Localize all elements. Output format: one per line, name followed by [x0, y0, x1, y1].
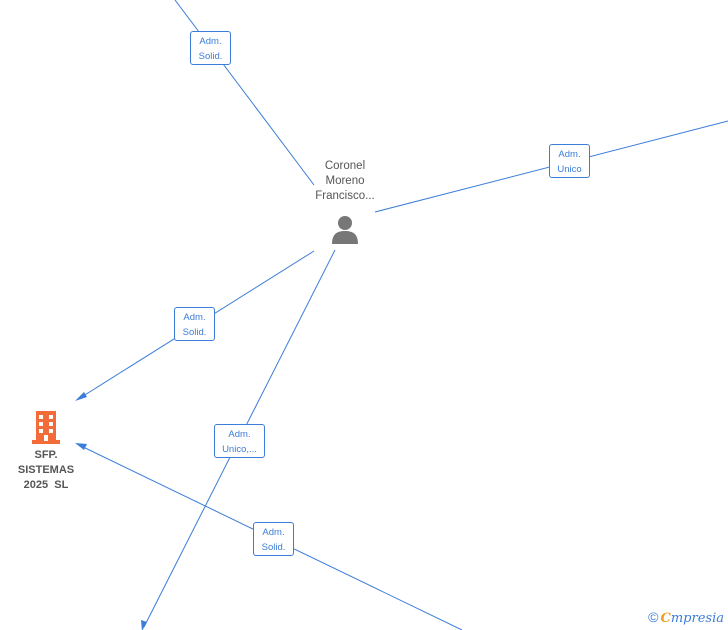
edge-line-top-left	[174, 0, 315, 186]
edge-label-adm-solid-bottom[interactable]: Adm. Solid.	[253, 522, 294, 556]
edge-label-adm-unico-center[interactable]: Adm. Unico,...	[214, 424, 265, 458]
person-name-line: Coronel	[324, 160, 366, 172]
company-name-line: SFP.	[34, 449, 58, 461]
edge-label-line: Solid.	[198, 51, 223, 62]
person-node[interactable]: Coronel Moreno Francisco...	[300, 159, 390, 244]
arrowhead-bottom	[141, 620, 147, 630]
edge-label-line: Adm.	[262, 527, 285, 538]
edge-label-adm-unico-right[interactable]: Adm. Unico	[549, 144, 590, 178]
brand-logo-initial: C	[660, 611, 671, 626]
edge-label-line: Solid.	[261, 542, 286, 553]
edge-label-line: Adm.	[183, 312, 206, 323]
edge-label-line: Unico	[557, 164, 582, 175]
arrowhead-company-top	[75, 392, 87, 401]
edge-label-line: Adm.	[558, 149, 581, 160]
empresia-watermark: ©Cmpresia	[648, 609, 724, 626]
edge-label-line: Adm.	[199, 36, 222, 47]
person-name-line: Moreno	[325, 175, 365, 187]
brand-logo-text: mpresia	[670, 611, 724, 626]
company-name: SFP. SISTEMAS 2025 SL	[8, 448, 84, 493]
company-name-line: SISTEMAS	[17, 464, 75, 476]
building-icon	[32, 411, 60, 444]
person-icon	[332, 216, 358, 244]
company-node[interactable]: SFP. SISTEMAS 2025 SL	[8, 409, 84, 493]
company-name-line: 2025 SL	[23, 479, 69, 491]
arrowhead-company-side	[75, 443, 87, 450]
person-name: Coronel Moreno Francisco...	[300, 159, 390, 204]
person-name-line: Francisco...	[315, 190, 375, 202]
copyright-icon: ©	[648, 609, 659, 625]
edge-label-adm-solid-left[interactable]: Adm. Solid.	[174, 307, 215, 341]
edge-label-line: Adm.	[228, 429, 251, 440]
edge-label-line: Unico,...	[222, 444, 257, 455]
edge-label-line: Solid.	[182, 327, 207, 338]
edge-label-adm-solid-top[interactable]: Adm. Solid.	[190, 31, 231, 65]
